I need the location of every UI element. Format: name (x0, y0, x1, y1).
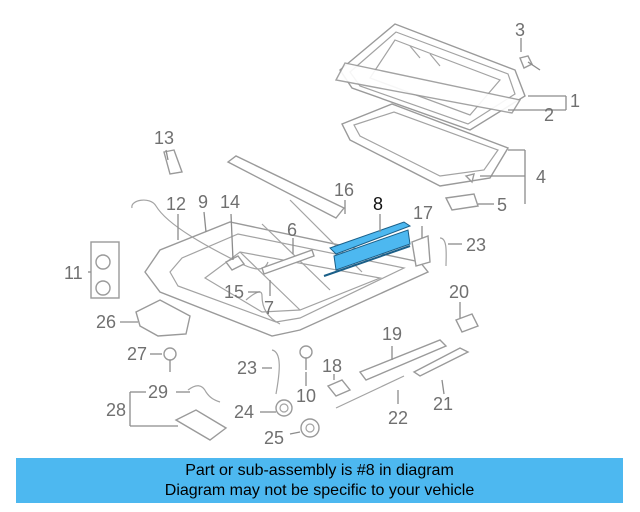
part-8-rod (323, 245, 411, 277)
callout-12: 12 (166, 194, 186, 214)
callout-labels: 3 1 2 4 5 13 16 8 12 9 14 17 6 23 11 15 … (64, 20, 580, 448)
bracket-part-18 (326, 379, 352, 397)
clip-part-10 (299, 345, 313, 370)
callout-6: 6 (287, 220, 297, 240)
callout-16: 16 (334, 180, 354, 200)
callout-17: 17 (413, 203, 433, 223)
callout-13: 13 (154, 128, 174, 148)
guide-part-19 (358, 339, 448, 381)
wind-deflector-part-5 (444, 193, 479, 211)
callout-14: 14 (220, 192, 240, 212)
callout-9: 9 (198, 192, 208, 212)
callout-25: 25 (264, 428, 284, 448)
cable-part-15 (245, 291, 281, 325)
cable-part-22 (335, 375, 405, 409)
callout-3: 3 (515, 20, 525, 40)
callout-7: 7 (264, 298, 274, 318)
cable-part-29 (187, 385, 221, 403)
part-8-shade-top (329, 221, 412, 255)
clip-part-13 (163, 149, 183, 175)
callout-11: 11 (64, 263, 83, 283)
leader-lines (88, 38, 567, 435)
guide-rail-part-6 (261, 249, 315, 275)
hose-part-23-upper (439, 237, 447, 267)
callout-20: 20 (449, 282, 469, 302)
grommet-part-24 (275, 399, 293, 417)
callout-22: 22 (388, 408, 408, 428)
callout-8: 8 (373, 194, 383, 214)
banner-line-2: Diagram may not be specific to your vehi… (164, 482, 475, 499)
bracket-part-17 (411, 235, 431, 267)
callout-19: 19 (382, 324, 402, 344)
plug-part-25 (300, 418, 320, 438)
sunroof-frame-panel (341, 103, 510, 187)
banner-line-1: Part or sub-assembly is #8 in diagram (185, 462, 454, 479)
part-8-shade-body (333, 229, 411, 271)
callout-29: 29 (148, 382, 168, 402)
callout-23-upper: 23 (466, 235, 486, 255)
callout-5: 5 (497, 195, 507, 215)
bracket-part-28 (174, 409, 228, 441)
parts-diagram: 3 1 2 4 5 13 16 8 12 9 14 17 6 23 11 15 … (64, 20, 580, 448)
motor-part-26 (135, 299, 191, 337)
callout-15: 15 (224, 282, 244, 302)
drain-tube (131, 199, 269, 270)
highlighted-part-8 (323, 221, 412, 277)
screw-part-4 (464, 173, 475, 184)
info-banner: Part or sub-assembly is #8 in diagram Di… (16, 458, 623, 503)
glass-panel-assembly (334, 23, 526, 131)
hose-part-23-lower (271, 349, 280, 395)
bolt-part-3 (519, 55, 541, 71)
callout-21: 21 (433, 394, 453, 414)
guide-part-21 (412, 347, 470, 377)
callout-1: 1 (570, 91, 580, 111)
bracket-part-20 (455, 313, 479, 333)
bolt-part-27 (163, 347, 177, 372)
grommet-part-11 (90, 241, 120, 299)
callout-27: 27 (127, 344, 147, 364)
bracket-part-14 (224, 255, 246, 271)
callout-23-lower: 23 (237, 358, 257, 378)
callout-2: 2 (544, 105, 554, 125)
callout-24: 24 (234, 402, 254, 422)
callout-26: 26 (96, 312, 116, 332)
callout-18: 18 (322, 356, 342, 376)
callout-10: 10 (296, 386, 316, 406)
callout-28: 28 (106, 400, 126, 420)
callout-4: 4 (536, 167, 546, 187)
